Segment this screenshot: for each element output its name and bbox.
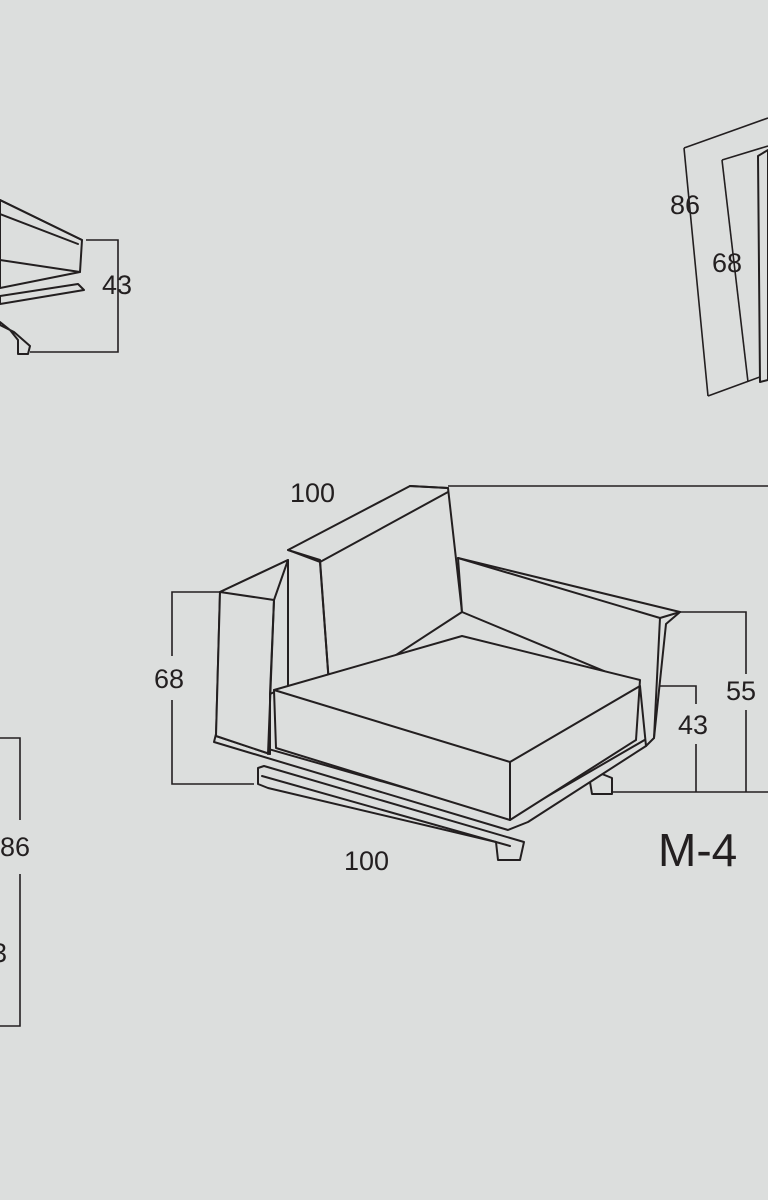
main-sofa-module [171, 485, 768, 861]
bottom-left-total-height-label: 86 [0, 832, 30, 862]
seat-height-dimension-line [646, 685, 697, 792]
bottom-left-dimension-lines [0, 737, 21, 1027]
arm-height-dimension-line [171, 591, 254, 785]
top-right-sofa-view [683, 117, 768, 397]
arm-height-label: 68 [154, 664, 184, 694]
top-left-sofa-view [0, 199, 119, 355]
bottom-left-partial-label: 3 [0, 938, 7, 968]
top-left-height-label: 43 [102, 270, 132, 300]
depth-top-label: 100 [290, 478, 335, 508]
right-arm [457, 557, 681, 747]
model-code: M-4 [658, 824, 737, 876]
top-right-total-height-label: 86 [670, 190, 700, 220]
seat-cushion [273, 635, 641, 821]
side-height-dimension-line [680, 611, 747, 792]
width-bottom-label: 100 [344, 846, 389, 876]
seat-height-label: 43 [678, 710, 708, 740]
side-height-label: 55 [726, 676, 756, 706]
top-right-back-height-label: 68 [712, 248, 742, 278]
